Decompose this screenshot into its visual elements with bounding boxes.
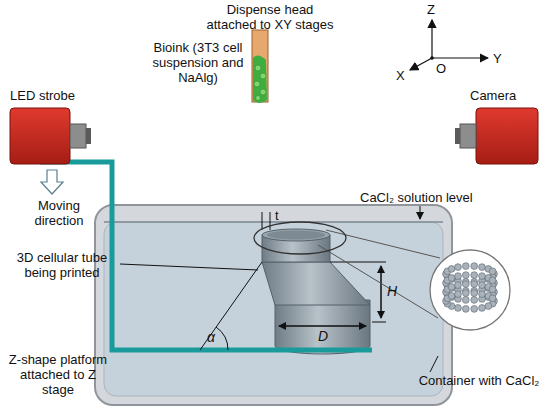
part-label: Camera: [470, 88, 516, 103]
bead: [479, 264, 486, 271]
zoom-inset: [254, 222, 510, 330]
leader-lines: [120, 206, 438, 372]
bead: [455, 305, 462, 312]
bead: [462, 272, 469, 279]
part-label: Bioink (3T3 cell suspension and NaAlg): [148, 40, 248, 85]
cellular-tube: [262, 229, 370, 354]
part-label: 3D cellular tube being printed: [6, 250, 118, 280]
dimension-label: α: [207, 330, 215, 345]
bead: [489, 268, 496, 275]
bead: [479, 305, 486, 312]
container: [95, 205, 452, 405]
bead: [471, 290, 478, 297]
bead: [471, 272, 478, 279]
bead: [448, 275, 455, 282]
bead: [489, 295, 496, 302]
bead: [471, 306, 478, 313]
cells: [254, 65, 266, 101]
part-label: Z-shape platform attached to Z stage: [6, 352, 110, 397]
axis-label: X: [396, 68, 405, 83]
bead: [471, 263, 478, 270]
bead: [455, 282, 462, 289]
camera: [455, 108, 538, 164]
bead: [448, 284, 455, 291]
bead: [489, 277, 496, 284]
dimension-label: D: [318, 329, 328, 344]
bead: [462, 306, 469, 313]
part-label: LED strobe: [10, 88, 100, 103]
bead: [462, 290, 469, 297]
dimension-label: H: [387, 284, 397, 299]
bead: [489, 286, 496, 293]
bead: [479, 291, 486, 298]
bead: [479, 282, 486, 289]
part-label: Dispense head attached to XY stages: [200, 2, 340, 32]
bead: [471, 297, 478, 304]
axes: [410, 20, 488, 70]
bioink: [253, 55, 267, 103]
cacl2-solution: [104, 222, 443, 396]
bead: [455, 291, 462, 298]
axis-label: Z: [427, 2, 435, 17]
part-label: CaCl₂ solution level: [360, 190, 540, 205]
bead: [462, 297, 469, 304]
bead: [462, 263, 469, 270]
dimensions: [200, 212, 386, 350]
bead: [448, 293, 455, 300]
led-strobe: [10, 108, 91, 164]
bead: [455, 273, 462, 280]
dispense-nozzle: [252, 30, 268, 102]
bead: [448, 266, 455, 273]
bead: [485, 303, 492, 310]
part-label: Moving direction: [14, 198, 104, 228]
axis-label: O: [436, 61, 446, 76]
bead: [455, 264, 462, 271]
part-label: Container with CaCl₂: [412, 373, 546, 388]
bead: [462, 281, 469, 288]
solution-level: [104, 221, 443, 223]
dimension-label: t: [275, 208, 279, 223]
axis-label: Y: [493, 51, 502, 66]
bead: [479, 273, 486, 280]
moving-arrow: [41, 170, 63, 194]
bead: [471, 281, 478, 288]
